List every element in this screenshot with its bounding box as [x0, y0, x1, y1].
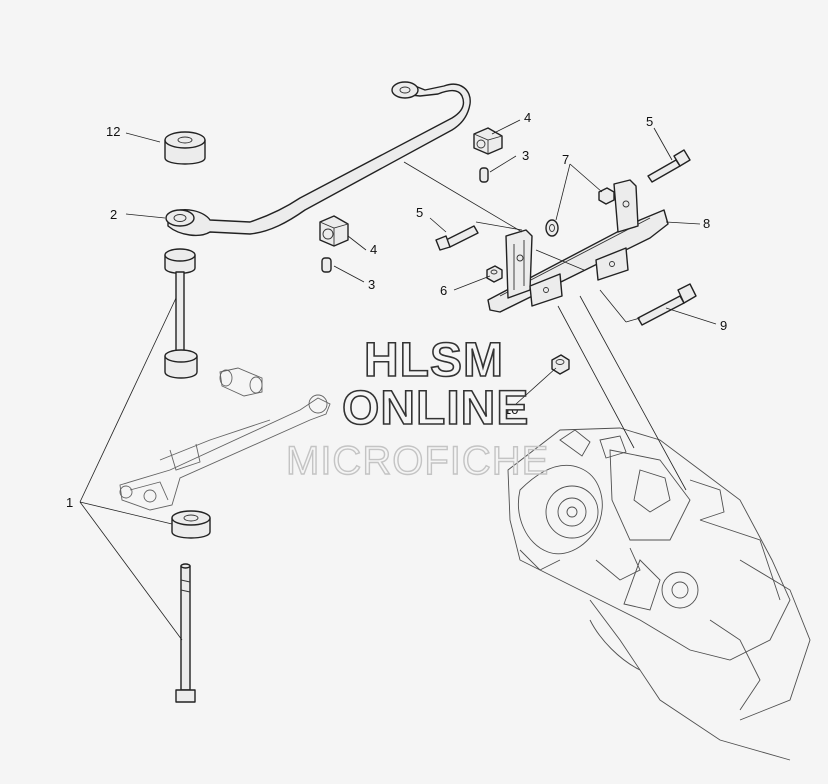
- watermark: HLSM ONLINE MICROFICHE: [285, 333, 549, 484]
- callout-7: 7: [562, 152, 569, 167]
- callout-4-lower: 4: [370, 242, 377, 257]
- long-bolt: [175, 563, 196, 703]
- callout-12: 12: [106, 124, 120, 139]
- callout-5-lower: 5: [416, 205, 423, 220]
- watermark-line-3: MICROFICHE: [286, 439, 549, 483]
- bushing-lower: [171, 510, 211, 539]
- callout-8: 8: [703, 216, 710, 231]
- nut-6: [486, 265, 503, 283]
- callout-9: 9: [720, 318, 727, 333]
- watermark-line-1: HLSM: [364, 334, 504, 387]
- bolt-5-upper: [647, 149, 691, 183]
- callout-2: 2: [110, 207, 117, 222]
- clamp-4-lower: [319, 215, 349, 247]
- callout-3-lower: 3: [368, 277, 375, 292]
- bolt-5-lower: [435, 225, 479, 251]
- callout-3-upper: 3: [522, 148, 529, 163]
- nut-7: [598, 187, 615, 205]
- callout-5-upper: 5: [646, 114, 653, 129]
- watermark-line-2: ONLINE: [342, 382, 529, 435]
- stabilizer-bar: [165, 81, 471, 237]
- clamp-4-upper: [473, 127, 503, 155]
- bolt-9: [637, 283, 697, 326]
- sleeve-3-upper: [479, 167, 489, 183]
- callout-10: 10: [504, 402, 518, 417]
- engine-transaxle-assembly: [507, 427, 811, 761]
- bushing-12: [164, 131, 206, 165]
- callout-6: 6: [440, 283, 447, 298]
- washer-7: [545, 219, 559, 237]
- lower-control-arm: [119, 367, 331, 511]
- callout-1: 1: [66, 495, 73, 510]
- nut-10: [551, 354, 570, 375]
- sleeve-3-lower: [321, 257, 332, 273]
- link-assembly: [164, 248, 198, 379]
- callout-4-upper: 4: [524, 110, 531, 125]
- callouts: 12 2 1 4 3 4 3 5 5 7 6 8 9 10: [66, 110, 727, 510]
- leader-lines: [79, 119, 717, 641]
- crossmember-8: [487, 179, 669, 313]
